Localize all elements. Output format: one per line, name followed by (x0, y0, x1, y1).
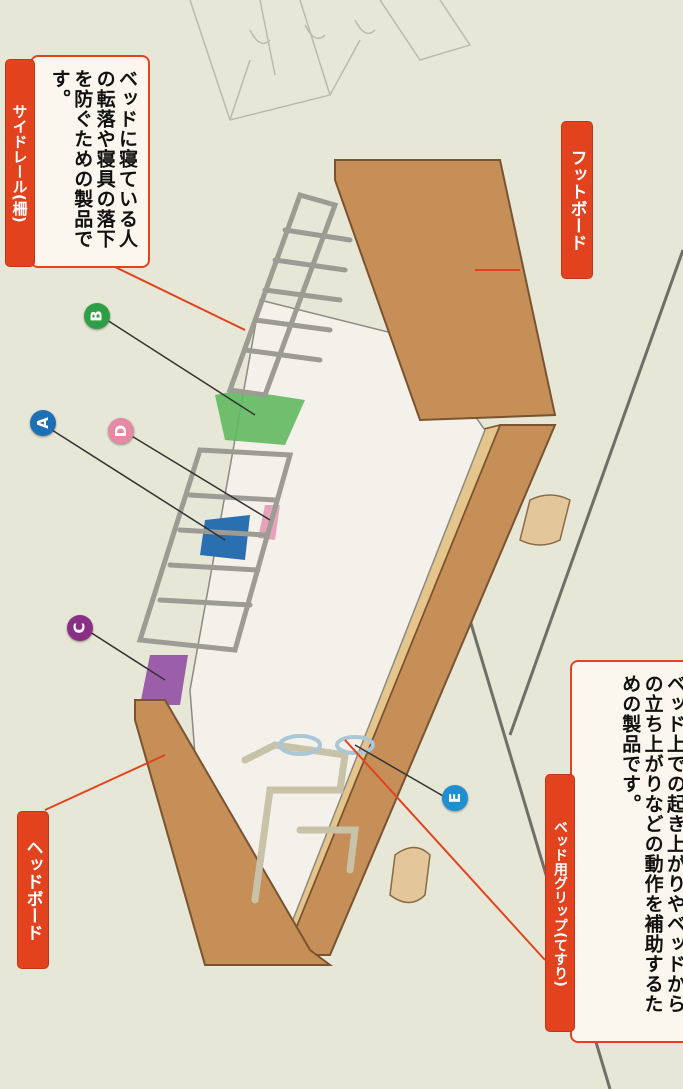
marker-e: E (442, 785, 468, 811)
marker-a: A (30, 410, 56, 436)
marker-b: B (84, 303, 110, 329)
grip-label: ベッド用グリップ(てすり) (546, 775, 574, 1031)
marker-leader-lines (51, 319, 451, 801)
side-rail-label: サイドレール(柵) (6, 60, 34, 266)
side-rail-callout: ベッドに寝ている人の転落や寝具の落下を防ぐための製品です。 (30, 55, 150, 268)
side-rail-upper (226, 191, 353, 398)
marker-d: D (108, 418, 134, 444)
head-board (134, 699, 333, 966)
bed-legs (389, 494, 571, 904)
bed-grip (241, 734, 375, 904)
grip-callout: ベッド上での起き上がりやベッドからの立ち上がりなどの動作を補助するための製品です… (570, 660, 683, 1043)
foot-board-label: フットボード (562, 122, 592, 278)
grip-description: ベッド上での起き上がりやベッドからの立ち上がりなどの動作を補助するための製品です… (619, 674, 683, 1014)
side-rail-description: ベッドに寝ている人の転落や寝具の落下を防ぐための製品です。 (48, 69, 138, 249)
foot-board (334, 159, 557, 422)
marker-c: C (67, 615, 93, 641)
zone-a (200, 515, 250, 560)
head-board-label: ヘッドボード (18, 812, 48, 968)
side-rail-lower (136, 447, 294, 653)
background-drawer-unit (189, 0, 472, 121)
